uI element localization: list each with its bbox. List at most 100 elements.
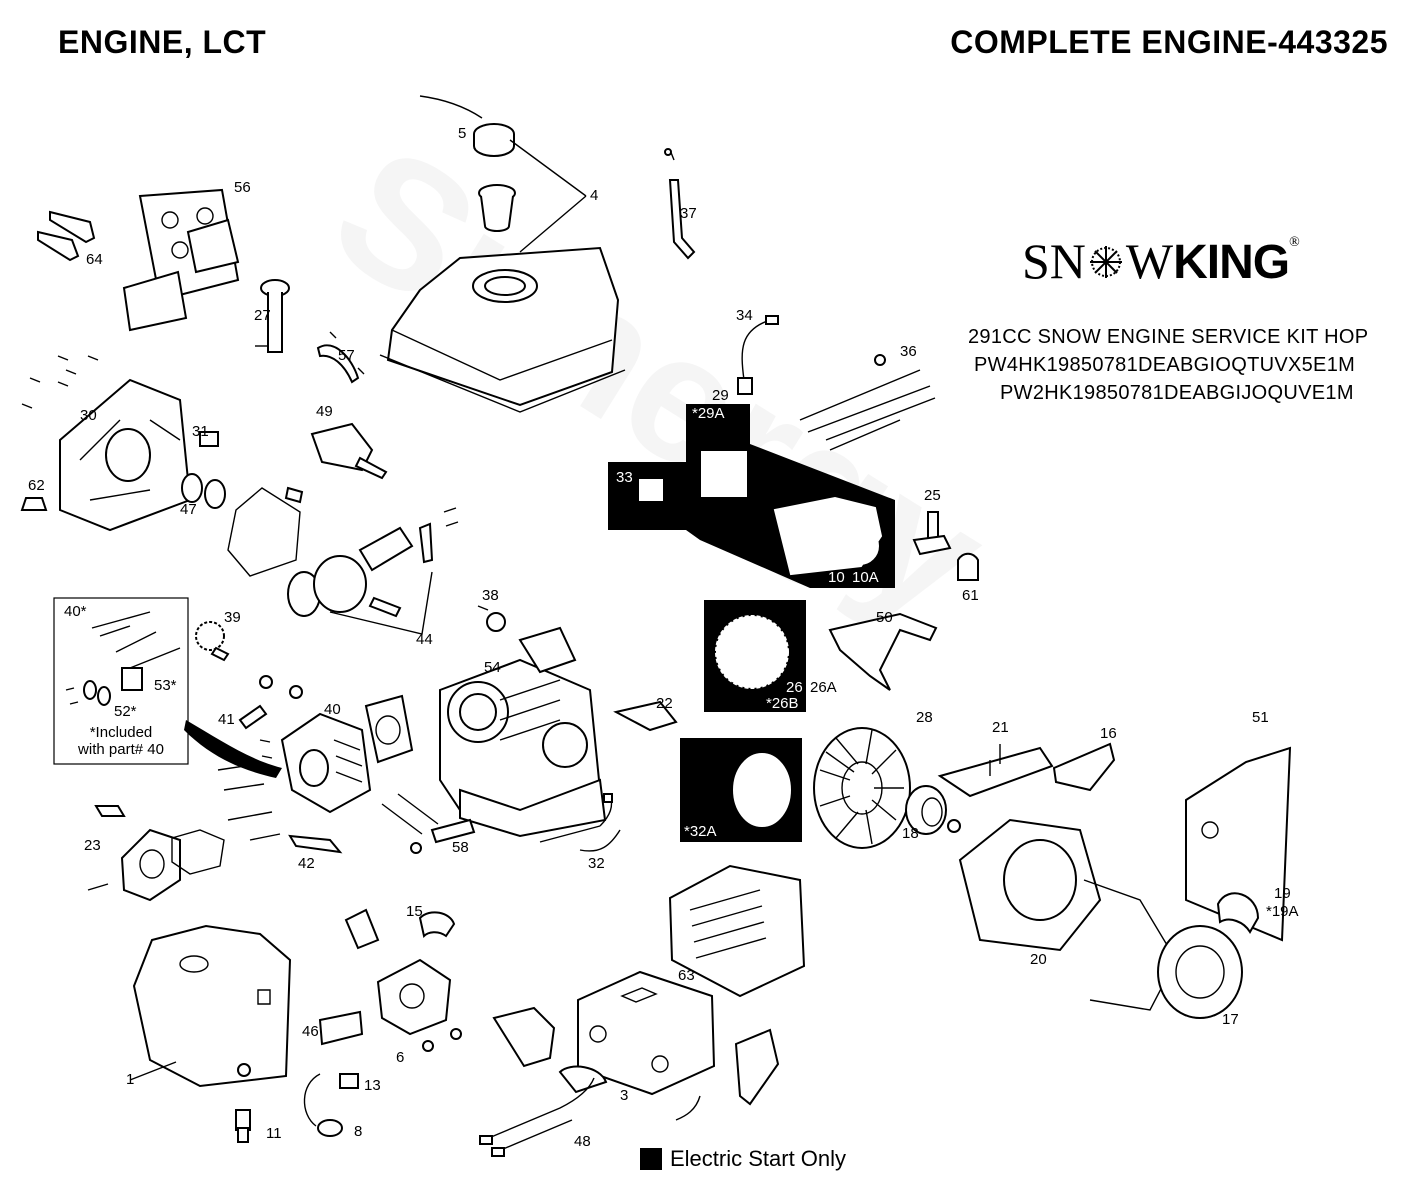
oil-sensor <box>199 431 219 447</box>
piston-assembly[interactable] <box>287 522 434 635</box>
muffler[interactable] <box>492 970 716 1096</box>
leader-1 <box>129 1061 177 1081</box>
callout-4: 4 <box>590 187 598 204</box>
callout-26A: 26A <box>810 679 837 696</box>
callout-44: 44 <box>416 631 433 648</box>
engine-block[interactable] <box>439 626 607 838</box>
callout-15: 15 <box>406 903 423 920</box>
callout-53: 53* <box>154 677 177 694</box>
callout-5: 5 <box>458 125 466 142</box>
callout-56: 56 <box>234 179 251 196</box>
switch <box>339 1073 359 1089</box>
callout-32: 32 <box>588 855 605 872</box>
callout-18: 18 <box>902 825 919 842</box>
callout-31: 31 <box>192 423 209 440</box>
callout-10: 10 <box>828 569 845 586</box>
kit-model-1: PW4HK19850781DEABGIOQTUVX5E1M <box>974 354 1356 376</box>
callout-8: 8 <box>354 1123 362 1140</box>
head-bolts <box>217 763 439 841</box>
callout-28: 28 <box>916 709 933 726</box>
callout-33: 33 <box>616 469 633 486</box>
callout-32A: *32A <box>684 823 717 840</box>
callout-64: 64 <box>86 251 103 268</box>
valve-knob <box>957 552 979 581</box>
callout-19A: *19A <box>1266 903 1299 920</box>
callout-37: 37 <box>680 205 697 222</box>
blower-housing[interactable] <box>958 818 1177 1011</box>
wire-harness <box>539 793 621 852</box>
fuel-cap[interactable] <box>419 95 515 157</box>
drain-plug <box>20 497 48 511</box>
piston-bolts <box>443 507 459 527</box>
callout-30: 30 <box>80 407 97 424</box>
callout-41: 41 <box>218 711 235 728</box>
engine-cover[interactable] <box>132 924 292 1088</box>
callout-27: 27 <box>254 307 271 324</box>
air-cleaner <box>87 805 181 902</box>
callout-61: 61 <box>962 587 979 604</box>
callout-38: 38 <box>482 587 499 604</box>
valve-parts-inset <box>53 597 189 765</box>
air-gasket <box>171 829 225 875</box>
crankcase-cover[interactable] <box>59 378 192 532</box>
cooling-fan[interactable] <box>813 727 911 849</box>
spark-plug <box>238 704 268 730</box>
carburetor[interactable] <box>344 908 452 1036</box>
callout-62: 62 <box>28 477 45 494</box>
crankcase-gasket <box>227 486 304 577</box>
oil-fill-tube <box>255 279 290 353</box>
head-small-parts <box>259 675 303 759</box>
spark-arrestor <box>734 1028 780 1106</box>
callout-39: 39 <box>224 609 241 626</box>
callout-42: 42 <box>298 855 315 872</box>
fuel-tank[interactable] <box>379 246 626 413</box>
recoil-starter[interactable] <box>1157 925 1243 1019</box>
callout-16: 16 <box>1100 725 1117 742</box>
callout-21: 21 <box>992 719 1009 736</box>
callout-49: 49 <box>316 403 333 420</box>
starter-cup <box>905 785 947 835</box>
callout-25: 25 <box>924 487 941 504</box>
page-title-right: COMPLETE ENGINE-443325 <box>950 24 1388 60</box>
support-bracket <box>1052 742 1116 792</box>
breather-hose <box>316 331 365 384</box>
callout-10A: 10A <box>852 569 879 586</box>
logo-text-w: W <box>1125 233 1174 289</box>
callout-29A: *29A <box>692 405 725 422</box>
kit-title: 291CC SNOW ENGINE SERVICE KIT HOP <box>968 326 1369 348</box>
mount-bracket <box>613 700 678 732</box>
page-title-left: ENGINE, LCT <box>58 24 267 60</box>
crankshaft[interactable] <box>310 422 388 480</box>
callout-19: 19 <box>1274 885 1291 902</box>
callout-11: 11 <box>266 1125 282 1142</box>
shroud-bracket <box>828 612 938 691</box>
cylinder-head[interactable] <box>184 712 372 814</box>
callout-3: 3 <box>620 1087 628 1104</box>
callout-26B: *26B <box>766 695 799 712</box>
callout-34: 34 <box>736 307 753 324</box>
inset-note-line1: *Included <box>89 724 153 741</box>
callout-20: 20 <box>1030 951 1047 968</box>
inset-note-line2: with part# 40 <box>78 741 164 758</box>
cover-bolts <box>21 355 99 409</box>
callout-54: 54 <box>484 659 501 676</box>
muffler-guard <box>668 864 806 998</box>
legend-swatch <box>640 1148 662 1170</box>
callout-51: 51 <box>1252 709 1269 726</box>
choke-knob <box>418 911 456 938</box>
electric-start-panel <box>608 404 895 588</box>
callout-29: 29 <box>712 387 729 404</box>
callout-17: 17 <box>1222 1011 1239 1028</box>
side-panel <box>1185 746 1292 942</box>
wire-leads <box>479 1077 701 1157</box>
callout-48: 48 <box>574 1133 591 1150</box>
heat-shield <box>318 1010 364 1046</box>
ignition-key <box>235 1109 251 1143</box>
primer-button <box>303 1073 343 1137</box>
callout-6: 6 <box>396 1049 404 1066</box>
starter-wire <box>737 315 779 395</box>
callout-23: 23 <box>84 837 101 854</box>
blower-plate <box>937 744 1054 798</box>
callout-13: 13 <box>364 1077 381 1094</box>
